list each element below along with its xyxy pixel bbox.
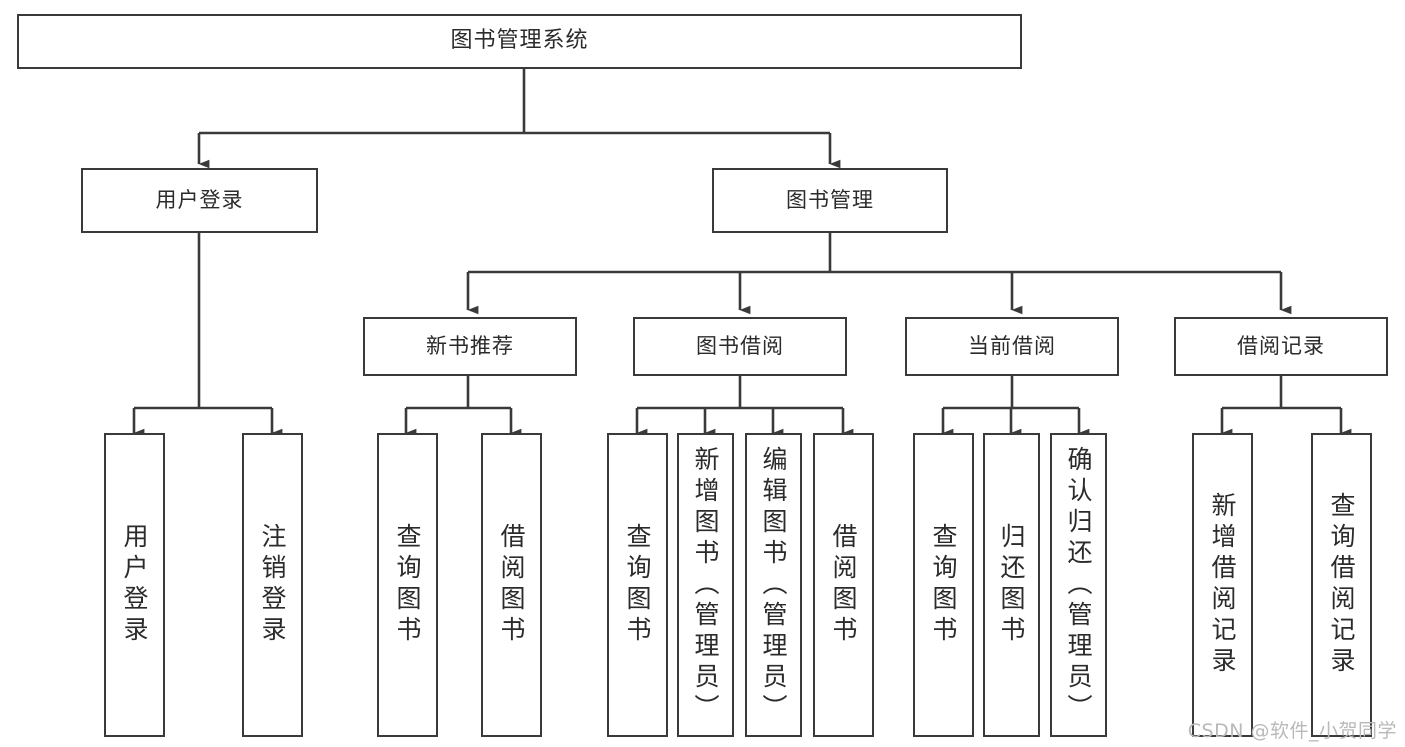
node-label: 图书管理 [786, 187, 874, 212]
node-new-book-recommend[interactable]: 新书推荐 [363, 317, 577, 376]
node-user-login[interactable]: 用户登录 [81, 168, 318, 233]
node-label: 新增借阅记录 [1208, 492, 1237, 678]
node-borrow-record[interactable]: 借阅记录 [1174, 317, 1388, 376]
leaf-query-book-new[interactable]: 查询图书 [377, 433, 438, 737]
node-label: 借阅记录 [1237, 333, 1325, 358]
node-label: 查询图书 [623, 523, 652, 647]
leaf-add-borrow-record[interactable]: 新增借阅记录 [1192, 433, 1253, 737]
node-label: 新增图书（管理员） [691, 445, 720, 725]
leaf-add-book-admin[interactable]: 新增图书（管理员） [677, 433, 734, 737]
node-label: 查询借阅记录 [1327, 492, 1356, 678]
node-root-book-management-system[interactable]: 图书管理系统 [17, 14, 1022, 69]
leaf-query-book-current[interactable]: 查询图书 [913, 433, 974, 737]
node-label: 借阅图书 [497, 523, 526, 647]
node-book-borrow[interactable]: 图书借阅 [633, 317, 847, 376]
node-label: 编辑图书（管理员） [759, 445, 788, 725]
node-label: 确认归还（管理员） [1064, 445, 1093, 725]
node-label: 图书借阅 [696, 333, 784, 358]
node-label: 新书推荐 [426, 333, 514, 358]
node-label: 归还图书 [997, 523, 1026, 647]
node-current-borrow[interactable]: 当前借阅 [905, 317, 1119, 376]
leaf-edit-book-admin[interactable]: 编辑图书（管理员） [745, 433, 802, 737]
leaf-return-book[interactable]: 归还图书 [983, 433, 1040, 737]
node-label: 查询图书 [929, 523, 958, 647]
node-label: 用户登录 [120, 523, 149, 647]
node-label: 用户登录 [155, 187, 244, 212]
leaf-logout[interactable]: 注销登录 [242, 433, 303, 737]
node-label: 注销登录 [258, 523, 287, 647]
leaf-user-login[interactable]: 用户登录 [104, 433, 165, 737]
node-label: 当前借阅 [968, 333, 1056, 358]
leaf-borrow-book-new[interactable]: 借阅图书 [481, 433, 542, 737]
csdn-watermark: CSDN @软件_小贺同学 [1187, 720, 1397, 742]
leaf-query-book-borrow[interactable]: 查询图书 [607, 433, 668, 737]
node-label: 借阅图书 [829, 523, 858, 647]
leaf-query-borrow-record[interactable]: 查询借阅记录 [1311, 433, 1372, 737]
leaf-borrow-book[interactable]: 借阅图书 [813, 433, 874, 737]
node-book-management[interactable]: 图书管理 [712, 168, 948, 233]
node-label: 图书管理系统 [450, 28, 589, 54]
leaf-confirm-return-admin[interactable]: 确认归还（管理员） [1050, 433, 1107, 737]
node-label: 查询图书 [393, 523, 422, 647]
